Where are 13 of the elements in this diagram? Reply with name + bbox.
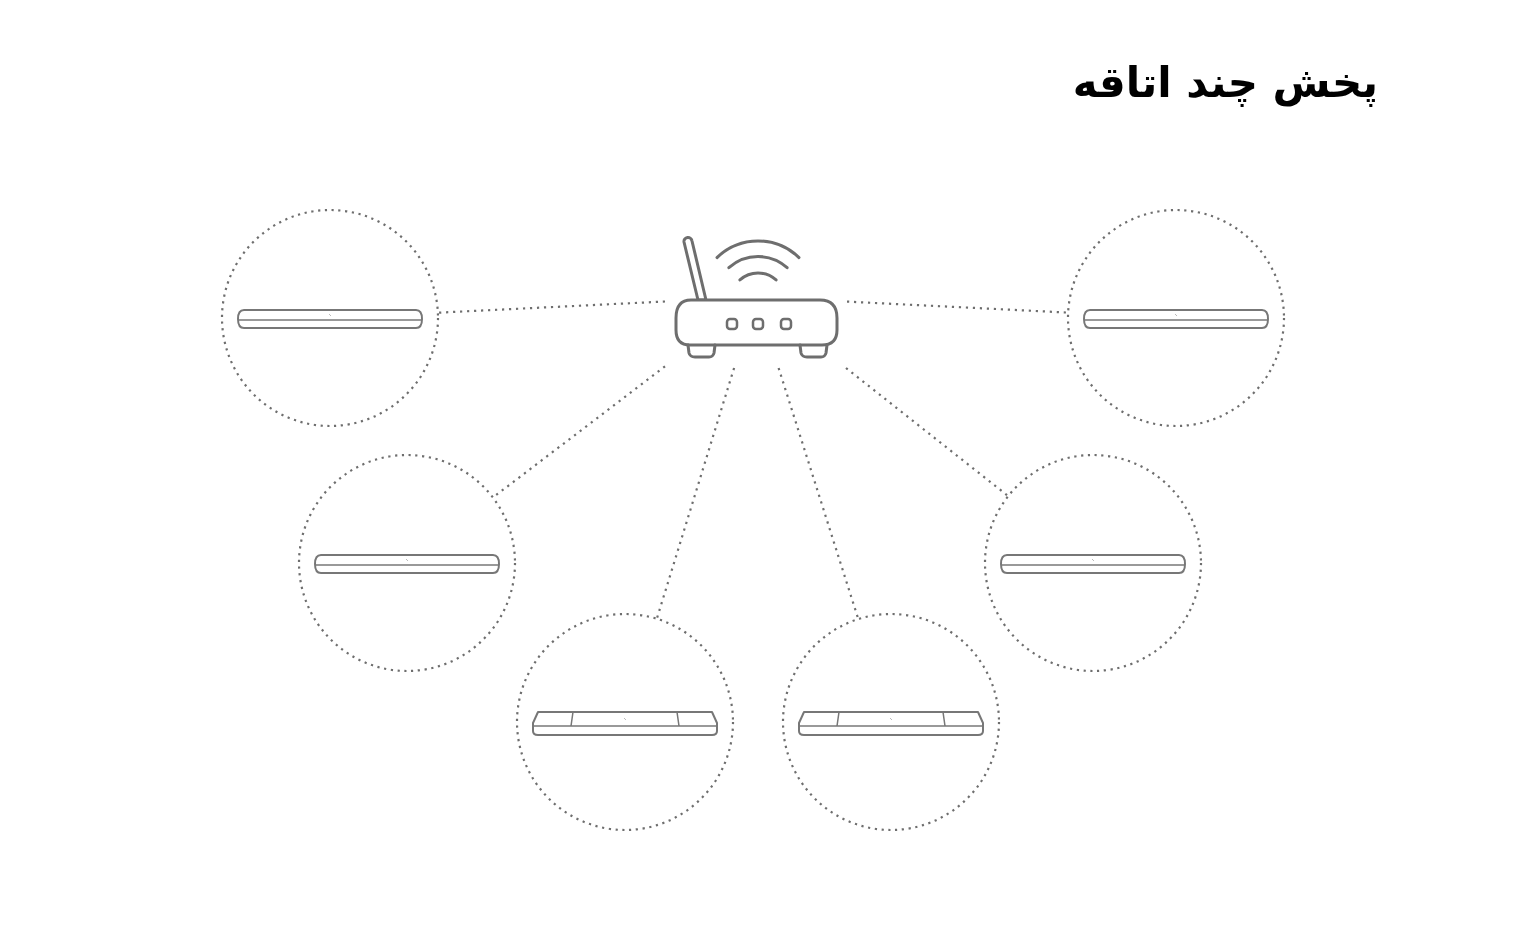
dotted-connector — [845, 367, 1009, 497]
dotted-circle — [297, 453, 517, 673]
dotted-circle — [983, 453, 1203, 673]
dotted-connector — [655, 367, 736, 620]
dotted-connector — [846, 300, 1069, 314]
wifi-router-icon — [673, 234, 839, 360]
dotted-connector — [777, 367, 860, 620]
dotted-circle — [515, 612, 735, 832]
dotted-connector — [437, 300, 666, 314]
dotted-circle — [220, 208, 440, 428]
dotted-circle — [1066, 208, 1286, 428]
dotted-circle — [781, 612, 1001, 832]
page-title: پخش چند اتاقه — [1072, 57, 1378, 109]
